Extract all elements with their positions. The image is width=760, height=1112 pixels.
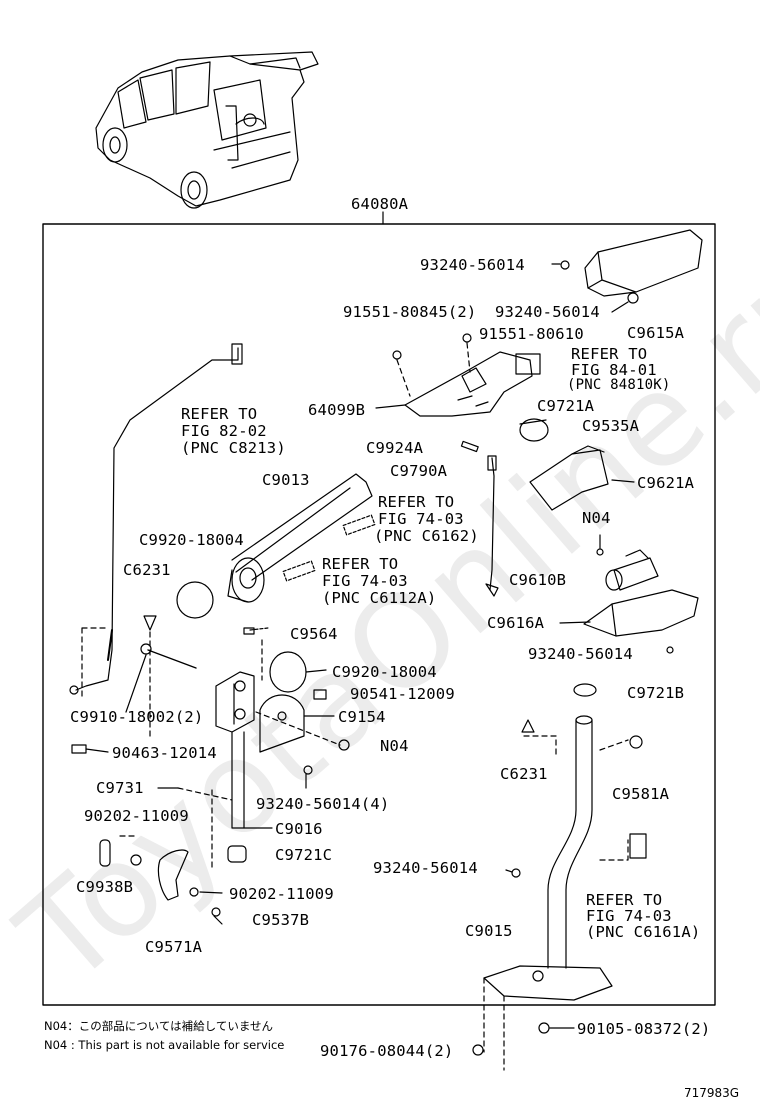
part-label-c9571a: C9571A	[145, 938, 203, 956]
part-label-c9920-18004-right: C9920-18004	[332, 663, 437, 681]
refer-to-c6161a-line3: (PNC C6161A)	[586, 923, 701, 941]
refer-to-c6161a-line1: REFER TO	[586, 891, 663, 909]
part-label-64099b: 64099B	[308, 401, 366, 419]
refer-to-82-02-line1: REFER TO	[181, 405, 258, 423]
part-label-c6231-left: C6231	[123, 561, 171, 579]
part-label-c9537b: C9537B	[252, 911, 310, 929]
refer-to-c6112a-line2: FIG 74-03	[322, 572, 408, 590]
assembly-label: 64080A	[351, 195, 409, 213]
part-label-c9154: C9154	[338, 708, 386, 726]
part-label-c9581a: C9581A	[612, 785, 670, 803]
part-label-93240-56014-bracket: 93240-56014	[528, 645, 633, 663]
part-label-c9920-18004-left: C9920-18004	[139, 531, 244, 549]
part-label-91551-80845: 91551-80845(2)	[343, 303, 477, 321]
part-label-90541-12009: 90541-12009	[350, 685, 455, 703]
part-label-c9790a: C9790A	[390, 462, 448, 480]
part-label-c9721c: C9721C	[275, 846, 333, 864]
part-label-c9721b: C9721B	[627, 684, 685, 702]
part-label-90202-11009-top: 90202-11009	[84, 807, 189, 825]
refer-to-c6112a-line1: REFER TO	[322, 555, 399, 573]
part-label-c9910-18002: C9910-18002(2)	[70, 708, 204, 726]
part-label-c9015: C9015	[465, 922, 513, 940]
part-label-n04-center: N04	[380, 737, 409, 755]
refer-to-c6162-line1: REFER TO	[378, 493, 455, 511]
footnote-japanese: N04：この部品については補給していません	[44, 1019, 273, 1033]
part-label-c9016: C9016	[275, 820, 323, 838]
part-label-93240-56014-cover: 93240-56014	[495, 303, 600, 321]
part-label-c9564: C9564	[290, 625, 338, 643]
part-label-c9535a: C9535A	[582, 417, 640, 435]
refer-to-c6112a-line3: (PNC C6112A)	[322, 589, 437, 607]
part-label-c9013: C9013	[262, 471, 310, 489]
refer-to-84-01-line3: (PNC 84810K)	[567, 377, 671, 393]
part-label-c9615a: C9615A	[627, 324, 685, 342]
part-label-c9731: C9731	[96, 779, 144, 797]
refer-to-c6161a-line2: FIG 74-03	[586, 907, 672, 925]
part-label-93240-56014-4: 93240-56014(4)	[256, 795, 390, 813]
part-label-c9924a: C9924A	[366, 439, 424, 457]
part-label-c9610b: C9610B	[509, 571, 567, 589]
part-label-93240-56014-pipe: 93240-56014	[373, 859, 478, 877]
refer-to-c6162-line2: FIG 74-03	[378, 510, 464, 528]
vehicle-illustration	[95, 51, 319, 209]
illustration-id: 717983G	[684, 1086, 740, 1100]
part-label-90105-08372: 90105-08372(2)	[577, 1020, 711, 1038]
part-label-90463-12014: 90463-12014	[112, 744, 217, 762]
part-label-91551-80610: 91551-80610	[479, 325, 584, 343]
part-label-c6231-right: C6231	[500, 765, 548, 783]
refer-to-84-01-line1: REFER TO	[571, 345, 648, 363]
part-label-n04-right: N04	[582, 509, 611, 527]
refer-to-c6162-line3: (PNC C6162)	[374, 527, 479, 545]
part-label-c9616a: C9616A	[487, 614, 545, 632]
refer-to-84-01-line2: FIG 84-01	[571, 361, 657, 379]
assembly-frame	[42, 223, 716, 1006]
part-label-90202-11009-bottom: 90202-11009	[229, 885, 334, 903]
part-label-c9621a: C9621A	[637, 474, 695, 492]
refer-to-82-02-line3: (PNC C8213)	[181, 439, 286, 457]
part-label-90176-08044: 90176-08044(2)	[320, 1042, 454, 1060]
footnote-english: N04 : This part is not available for ser…	[44, 1038, 285, 1052]
part-label-c9721a: C9721A	[537, 397, 595, 415]
part-label-93240-56014-top: 93240-56014	[420, 256, 525, 274]
part-label-c9938b: C9938B	[76, 878, 134, 896]
refer-to-82-02-line2: FIG 82-02	[181, 422, 267, 440]
